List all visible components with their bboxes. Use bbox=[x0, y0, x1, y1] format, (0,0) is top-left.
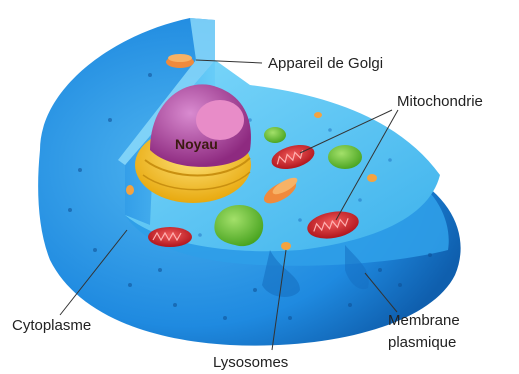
label-mitochondrie: Mitochondrie bbox=[397, 93, 483, 110]
golgi-apparatus bbox=[166, 54, 194, 68]
vacuole-small-2 bbox=[264, 127, 286, 143]
label-membrane-line2: plasmique bbox=[388, 334, 456, 351]
mitochondrion-3 bbox=[148, 227, 192, 247]
lysosome-1 bbox=[281, 242, 291, 250]
lysosome-3 bbox=[126, 185, 134, 195]
label-cytoplasme: Cytoplasme bbox=[12, 317, 91, 334]
vacuole-large bbox=[214, 205, 263, 246]
label-lysosomes: Lysosomes bbox=[213, 354, 288, 371]
label-membrane-line1: Membrane bbox=[388, 312, 460, 329]
label-noyau: Noyau bbox=[175, 136, 218, 152]
lysosome-4 bbox=[314, 112, 322, 118]
lysosome-2 bbox=[367, 174, 377, 182]
nucleolus bbox=[196, 100, 244, 140]
vacuole-small-1 bbox=[328, 145, 362, 169]
label-golgi: Appareil de Golgi bbox=[268, 55, 383, 72]
